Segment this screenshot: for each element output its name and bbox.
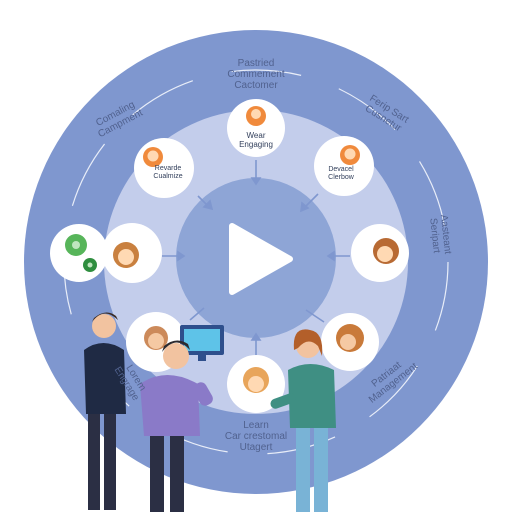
monitor-icon bbox=[180, 325, 224, 361]
node-upper-right[interactable] bbox=[314, 136, 374, 196]
connector-arrows bbox=[162, 160, 350, 356]
node-upper-left[interactable] bbox=[134, 138, 194, 198]
label-top: Pastried Commement Cactomer bbox=[227, 58, 285, 91]
person-left bbox=[84, 312, 126, 510]
label-bottom: Learn Car crestomal Utagert bbox=[224, 420, 288, 453]
person-right bbox=[270, 329, 336, 512]
node-upper-right-text: Devacel Clerbow bbox=[328, 166, 354, 181]
node-bottom[interactable] bbox=[227, 355, 285, 413]
play-icon[interactable] bbox=[229, 223, 293, 295]
node-right[interactable] bbox=[351, 224, 409, 282]
node-top-text: Wear Engaging bbox=[239, 131, 273, 149]
node-left[interactable] bbox=[102, 223, 162, 283]
person-middle bbox=[140, 340, 213, 512]
node-top[interactable] bbox=[227, 99, 285, 157]
gear-icon[interactable] bbox=[50, 224, 108, 282]
node-lower-right[interactable] bbox=[321, 313, 379, 371]
node-upper-left-text: Revarde Cualmize bbox=[153, 165, 183, 180]
